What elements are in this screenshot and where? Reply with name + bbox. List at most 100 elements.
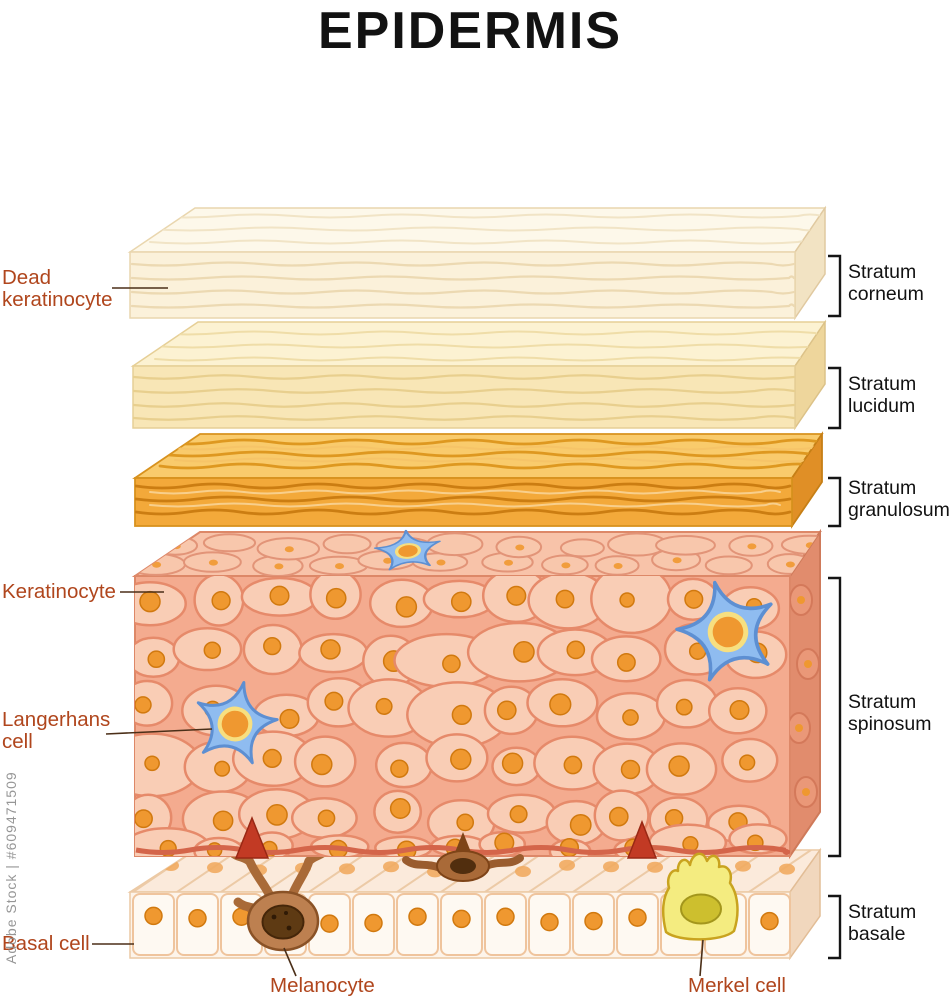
granulosum-texture <box>135 482 792 516</box>
bracket-stratum-spinosum <box>828 576 842 858</box>
corneum-texture <box>130 261 795 309</box>
melanocyte-dendrite-tip <box>626 819 658 859</box>
langerhans-cell <box>666 568 788 687</box>
cell-nucleus <box>317 809 336 828</box>
langerhans-nucleus <box>394 543 422 559</box>
texture-line <box>149 239 823 245</box>
texture-line <box>130 303 795 309</box>
cell-nucleus <box>563 755 583 775</box>
label-line: Stratum <box>848 261 916 283</box>
melanocyte-dendrite-tip <box>234 815 270 859</box>
texture-line <box>158 462 822 470</box>
cell-nucleus <box>451 704 472 726</box>
texture-line <box>135 495 792 503</box>
melanin-granule <box>286 925 292 931</box>
bracket-stratum-basale <box>828 894 842 960</box>
cell-nucleus <box>144 755 160 772</box>
texture-line <box>154 343 823 349</box>
keratinocyte-cell <box>135 679 174 727</box>
melanin-granule <box>271 914 277 920</box>
langerhans-nucleus <box>707 611 749 653</box>
cell-nucleus <box>436 559 446 566</box>
stratum-granulosum-layer <box>132 431 824 529</box>
label-stratum-granulosum: Stratum granulosum <box>848 477 950 521</box>
cell-nucleus <box>364 913 383 933</box>
stratum-lucidum-layer <box>130 319 827 431</box>
label-line: Stratum <box>848 477 916 499</box>
cell-nucleus <box>760 911 779 931</box>
cell-nucleus <box>207 862 223 874</box>
cell-nucleus <box>311 753 333 776</box>
texture-line <box>149 502 781 508</box>
stock-watermark: Adobe Stock | #609471509 <box>3 771 19 964</box>
texture-line <box>154 356 823 362</box>
label-line: Stratum <box>848 691 916 713</box>
cell-nucleus <box>279 708 300 729</box>
texture-line <box>130 275 795 281</box>
cell-nucleus <box>729 699 750 721</box>
cell-nucleus <box>501 752 524 775</box>
texture-line <box>130 289 795 295</box>
melanocyte-nucleus <box>261 904 305 940</box>
label-line: basale <box>848 923 905 945</box>
cell-nucleus <box>320 914 339 933</box>
cell-nucleus <box>450 591 472 613</box>
cell-nucleus <box>266 804 288 826</box>
keratinocyte-cell <box>152 535 199 556</box>
cell-nucleus <box>135 809 153 829</box>
merkel-nucleus <box>680 893 722 925</box>
cell-nucleus <box>515 866 531 877</box>
cell-nucleus <box>383 557 393 564</box>
texture-line <box>158 450 822 458</box>
cell-nucleus <box>147 650 166 669</box>
cell-nucleus <box>735 860 751 872</box>
granulosum-texture <box>158 438 822 470</box>
cell-nucleus <box>779 863 795 875</box>
texture-line <box>149 213 823 219</box>
texture-line <box>133 374 795 380</box>
cell-nucleus <box>797 596 805 604</box>
texture-line <box>174 445 816 451</box>
leader-melanocyte <box>283 947 297 977</box>
cell-nucleus <box>188 909 207 928</box>
melanocyte-cell-small <box>402 832 524 882</box>
cell-nucleus <box>513 641 535 663</box>
bracket-stratum-corneum <box>828 254 842 318</box>
bracket-stratum-granulosum <box>828 476 842 528</box>
label-merkel-cell: Merkel cell <box>688 974 786 997</box>
bracket-stratum-lucidum <box>828 366 842 430</box>
langerhans-nucleus <box>217 706 253 742</box>
cell-nucleus <box>559 859 575 871</box>
texture-line <box>133 402 795 408</box>
cell-nucleus <box>339 863 355 875</box>
texture-line <box>158 438 822 446</box>
keratinocyte-cell <box>559 538 605 558</box>
cell-nucleus <box>739 754 756 771</box>
cell-nucleus <box>375 697 393 715</box>
cell-nucleus <box>549 693 572 716</box>
label-line: cell <box>2 730 33 753</box>
cell-nucleus <box>456 813 475 832</box>
texture-line <box>130 261 795 267</box>
cell-nucleus <box>452 909 471 929</box>
cell-nucleus <box>208 559 218 566</box>
label-langerhans-cell: Langerhans cell <box>2 708 116 753</box>
cell-nucleus <box>325 587 347 609</box>
melanocyte-nucleus <box>450 858 476 874</box>
cell-nucleus <box>795 724 803 732</box>
label-stratum-basale: Stratum basale <box>848 901 922 945</box>
cell-nucleus <box>383 861 399 873</box>
cell-nucleus <box>506 585 527 606</box>
stratum-corneum-layer <box>127 205 827 321</box>
merkel-cell <box>661 852 739 941</box>
cell-nucleus <box>139 590 161 613</box>
cell-nucleus <box>335 563 344 570</box>
cell-nucleus <box>262 748 282 769</box>
cell-nucleus <box>496 700 517 721</box>
stratum-spinosum-layer <box>131 526 822 860</box>
cell-nucleus <box>324 691 344 711</box>
cell-nucleus <box>269 585 290 606</box>
cell-nucleus <box>569 813 592 836</box>
cell-nucleus <box>390 759 409 778</box>
